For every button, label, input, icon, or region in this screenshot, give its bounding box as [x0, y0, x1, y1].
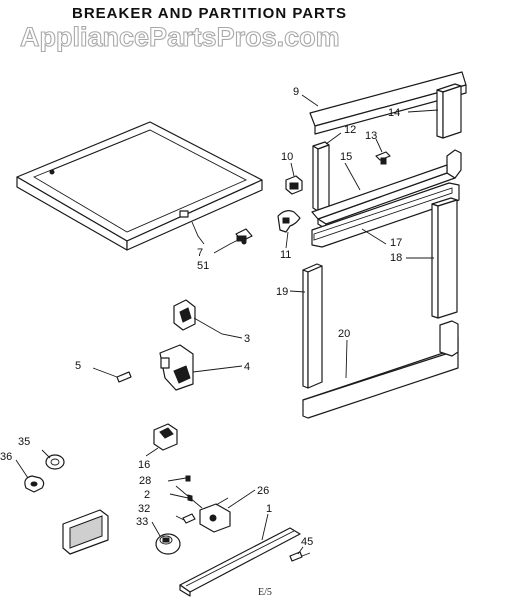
part-11-clip [277, 210, 301, 233]
part-20-stile [302, 320, 459, 419]
label-12: 12 [344, 124, 356, 136]
label-10: 10 [281, 151, 293, 163]
label-19: 19 [276, 286, 288, 298]
part-4-bracket [159, 344, 194, 391]
label-4: 4 [244, 361, 250, 373]
label-45: 45 [301, 536, 313, 548]
part-17-rail [311, 182, 460, 248]
diagram-title: BREAKER AND PARTITION PARTS [72, 5, 347, 22]
label-3: 3 [244, 333, 250, 345]
label-35: 35 [18, 436, 30, 448]
watermark: AppliancePartsPros.com [20, 22, 340, 52]
label-51: 51 [197, 260, 209, 272]
part-19-stile [302, 263, 323, 389]
part-18-block [431, 197, 458, 319]
label-18: 18 [390, 252, 402, 264]
label-15: 15 [340, 151, 352, 163]
part-26-control [175, 485, 231, 533]
label-11: 11 [280, 249, 291, 261]
part-3-switch [173, 299, 196, 331]
label-5: 5 [75, 360, 81, 372]
label-28: 28 [139, 475, 151, 487]
part-33-knob [155, 533, 181, 555]
part-15-rail [311, 149, 462, 230]
part-13-clip [375, 151, 391, 165]
label-16: 16 [138, 459, 150, 471]
part-10-clip [285, 175, 303, 195]
label-2: 2 [144, 489, 150, 501]
part-36-socket [24, 475, 45, 493]
label-14: 14 [388, 107, 400, 119]
label-13: 13 [365, 130, 377, 142]
breaker-tray [16, 121, 263, 251]
part-9-top-strip [309, 71, 467, 135]
part-14-block [436, 83, 462, 139]
label-20: 20 [338, 328, 350, 340]
label-32: 32 [138, 503, 150, 515]
part-2-screw [169, 493, 193, 502]
label-7: 7 [197, 247, 203, 259]
part-45-screw [289, 551, 311, 562]
figure-code: E/5 [258, 587, 272, 598]
label-36: 36 [0, 451, 12, 463]
label-9: 9 [293, 86, 299, 98]
part-7-clip [235, 228, 253, 245]
part-12-post [312, 141, 330, 212]
label-33: 33 [136, 516, 148, 528]
label-26: 26 [257, 485, 269, 497]
part-35-lamp [45, 454, 65, 470]
label-1: 1 [266, 503, 272, 515]
label-17: 17 [390, 237, 402, 249]
part-28-screw [167, 475, 191, 482]
part-5-screw [92, 367, 132, 383]
part-1-rail [179, 527, 301, 597]
light-lens [62, 509, 109, 555]
part-16-switch [153, 423, 178, 451]
part-32-screw [175, 513, 196, 524]
